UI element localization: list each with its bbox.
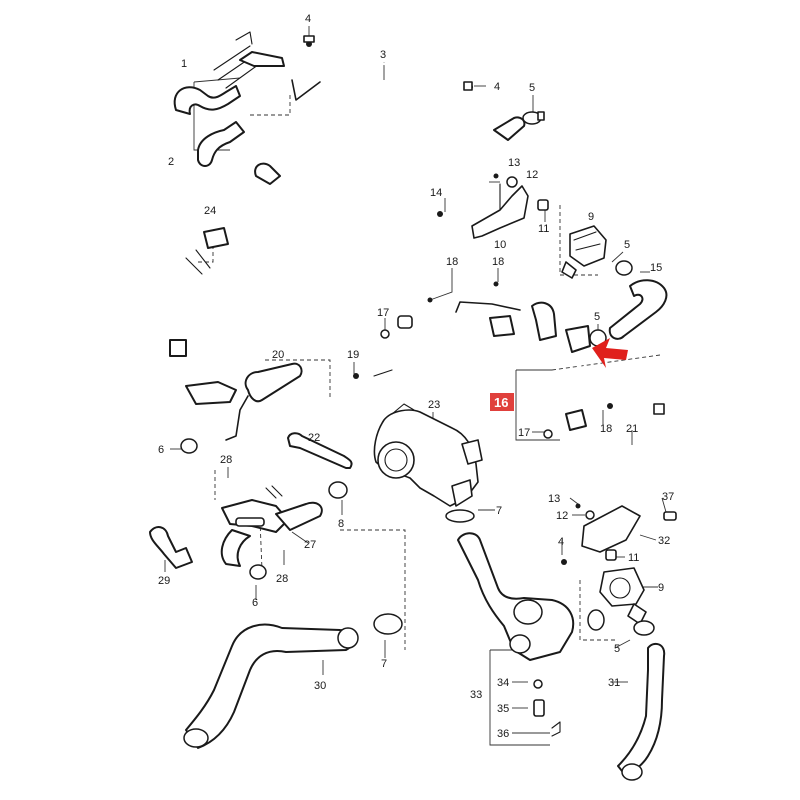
leader-frames xyxy=(164,26,667,746)
part-20-hose xyxy=(225,362,303,441)
callout-36: 36 xyxy=(497,728,509,740)
callout-16: 16 xyxy=(494,395,508,410)
callout-21: 21 xyxy=(626,423,638,435)
callout-27: 27 xyxy=(304,539,316,551)
callout-4c: 4 xyxy=(558,536,564,548)
part-31-hose xyxy=(617,620,666,781)
part-24-pipe xyxy=(158,162,281,405)
part-21-pipe xyxy=(602,372,666,492)
part-32-bracket xyxy=(561,503,677,565)
part-1-hose xyxy=(173,31,285,115)
callout-30: 30 xyxy=(314,680,326,692)
callout-16-box xyxy=(490,393,514,411)
part-27-hoses xyxy=(220,485,323,567)
part-16-hose-assembly xyxy=(386,301,607,431)
callout-24: 24 xyxy=(204,205,216,217)
callout-17b: 17 xyxy=(518,427,530,439)
callout-16-highlight: 16 xyxy=(490,393,514,411)
callout-12a: 12 xyxy=(526,169,538,181)
small-fasteners xyxy=(353,281,613,439)
part-3-pipe xyxy=(282,61,526,141)
callout-19: 19 xyxy=(347,349,359,361)
callout-23: 23 xyxy=(428,399,440,411)
part-29-hose xyxy=(149,526,193,569)
callout-20: 20 xyxy=(272,349,284,361)
highlight-arrow xyxy=(592,338,628,368)
callout-28a: 28 xyxy=(220,454,232,466)
callout-2: 2 xyxy=(168,156,174,168)
clamps-left xyxy=(180,438,348,580)
callout-11b: 11 xyxy=(628,552,639,564)
callout-12b: 12 xyxy=(556,510,568,522)
callout-14: 14 xyxy=(430,187,442,199)
callout-6a: 6 xyxy=(158,444,164,456)
callout-5b: 5 xyxy=(624,239,630,251)
callout-6b: 6 xyxy=(252,597,258,609)
callout-17a: 17 xyxy=(377,307,389,319)
part-15-hose xyxy=(608,279,668,340)
callout-11a: 11 xyxy=(538,223,549,235)
part-2-hose xyxy=(197,121,245,167)
callout-3: 3 xyxy=(380,49,386,61)
callout-7a: 7 xyxy=(496,505,502,517)
callout-13b: 13 xyxy=(548,493,560,505)
callout-22: 22 xyxy=(308,432,320,444)
callout-28b: 28 xyxy=(276,573,288,585)
callout-18a: 18 xyxy=(446,256,458,268)
callout-13a: 13 xyxy=(508,157,520,169)
callout-18c: 18 xyxy=(600,423,612,435)
part-30-hose xyxy=(183,623,359,749)
callout-5a: 5 xyxy=(529,82,535,94)
callout-5d: 5 xyxy=(614,643,620,655)
part-22-hose xyxy=(287,432,353,469)
callout-4a: 4 xyxy=(305,13,311,25)
clamp-7-middle xyxy=(445,509,475,523)
callout-29: 29 xyxy=(158,575,170,587)
part-9-pump-upper xyxy=(561,225,607,279)
callout-33: 33 xyxy=(470,689,482,701)
clamp-5-right xyxy=(615,260,633,276)
callout-18b: 18 xyxy=(492,256,504,268)
callout-9b: 9 xyxy=(658,582,664,594)
bolt-parts xyxy=(303,35,473,91)
callout-34: 34 xyxy=(497,677,509,689)
part-33-hose-assembly xyxy=(457,532,605,737)
callout-1: 1 xyxy=(181,58,187,70)
callout-8: 8 xyxy=(338,518,344,530)
callout-31: 31 xyxy=(608,677,620,689)
part-9-pump-lower xyxy=(599,567,647,625)
clamp-5-top xyxy=(522,111,545,125)
callout-5c: 5 xyxy=(594,311,600,323)
callout-7b: 7 xyxy=(381,658,387,670)
callout-labels: 1 2 3 4 4 5 13 12 14 11 9 10 5 15 24 18 … xyxy=(158,13,674,740)
callout-37: 37 xyxy=(662,491,674,503)
callout-4b: 4 xyxy=(494,81,500,93)
callout-9a: 9 xyxy=(588,211,594,223)
callout-32: 32 xyxy=(658,535,670,547)
callout-10: 10 xyxy=(494,239,506,251)
part-10-bracket xyxy=(437,173,549,239)
clamp-7-lower xyxy=(373,613,403,635)
callout-35: 35 xyxy=(497,703,509,715)
callout-15: 15 xyxy=(650,262,662,274)
part-23-housing xyxy=(373,403,483,507)
